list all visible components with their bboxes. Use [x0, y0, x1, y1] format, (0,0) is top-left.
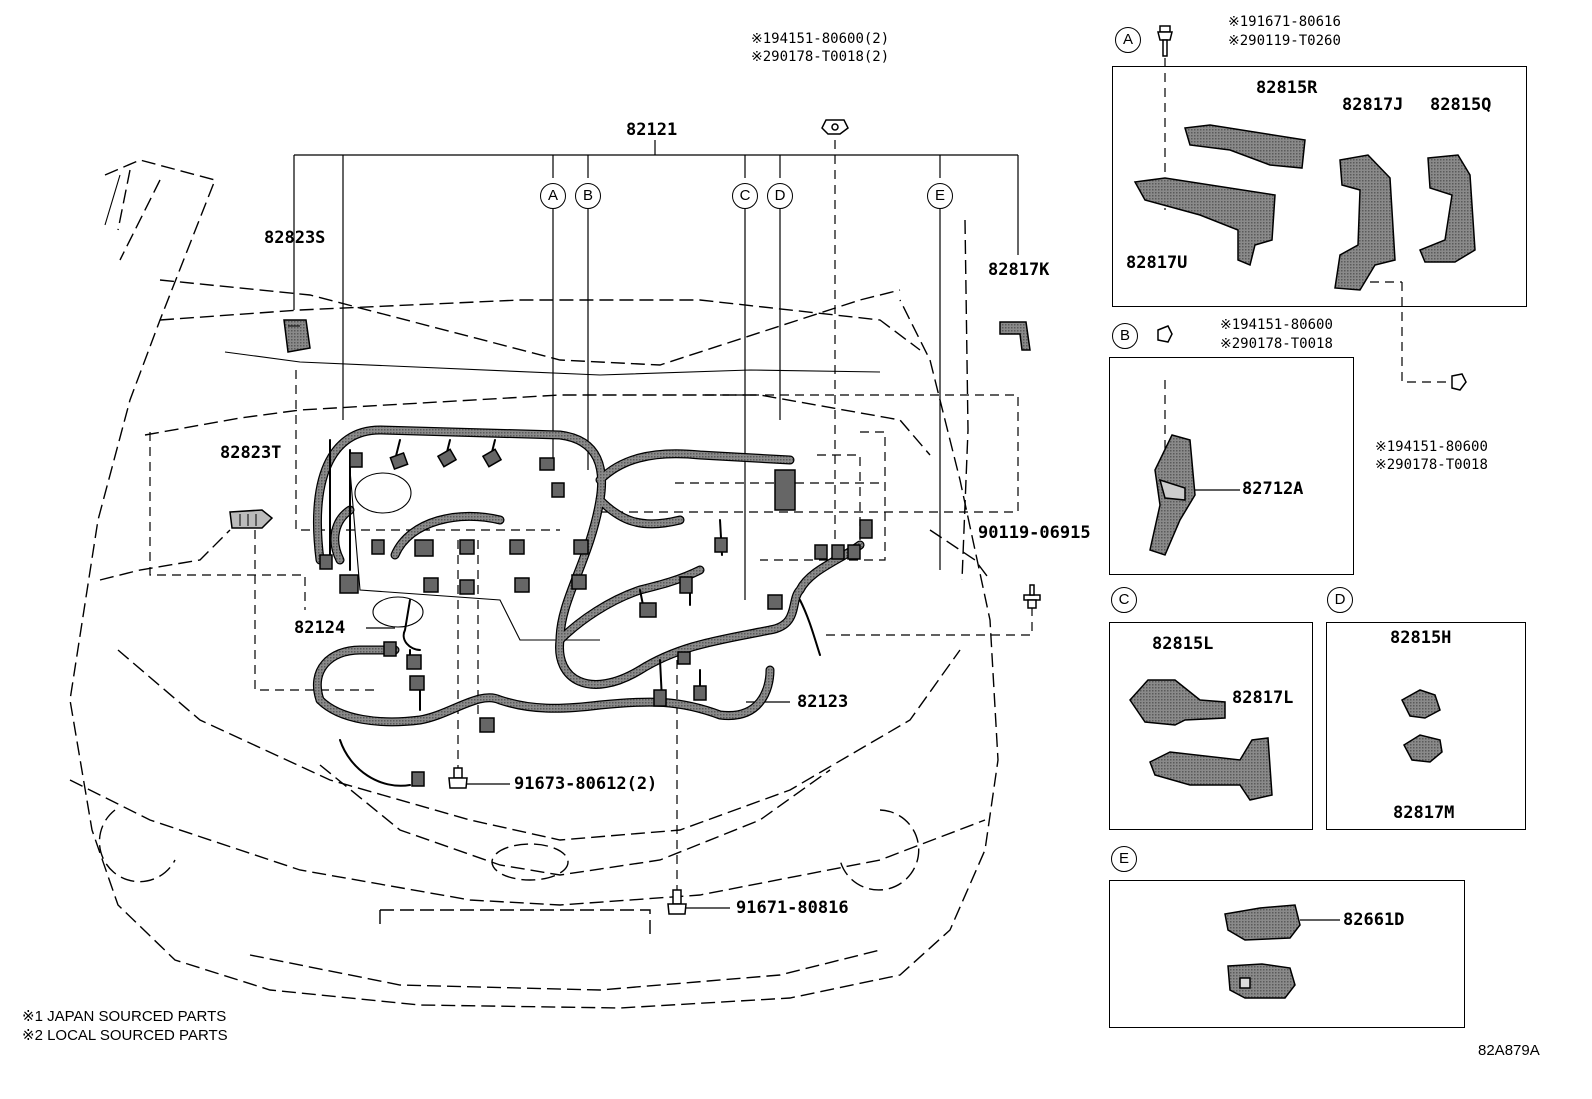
section-a-parts	[1133, 25, 1476, 391]
label-82817j[interactable]: 82817J	[1342, 95, 1404, 115]
dashed-reference-lines	[149, 58, 1455, 895]
footnote-1: ※1 JAPAN SOURCED PARTS	[22, 1008, 227, 1025]
section-a-nut-1[interactable]: ※194151-80600	[1375, 439, 1488, 455]
label-82661d[interactable]: 82661D	[1343, 910, 1405, 930]
protector-82823s-shape	[283, 319, 311, 353]
label-nut-top-2[interactable]: ※290178-T0018(2)	[751, 49, 890, 65]
section-b-box	[1109, 357, 1354, 575]
label-82823t[interactable]: 82823T	[220, 443, 282, 463]
section-e-parts	[1224, 904, 1301, 999]
bolt-91673-shape	[448, 767, 468, 789]
leader-lines	[293, 140, 1340, 921]
label-90119-06915[interactable]: 90119-06915	[978, 523, 1091, 543]
connectors	[319, 448, 873, 787]
section-b-nut-2[interactable]: ※290178-T0018	[1220, 336, 1333, 352]
callout-b[interactable]: B	[575, 183, 601, 209]
label-91673-80612[interactable]: 91673-80612(2)	[514, 774, 658, 794]
section-c-parts	[1129, 679, 1273, 801]
section-b-nut-1[interactable]: ※194151-80600	[1220, 317, 1333, 333]
section-a-bolt-2[interactable]: ※290119-T0260	[1228, 33, 1341, 49]
diagram-code: 82A879A	[1478, 1042, 1540, 1059]
section-d-parts	[1401, 689, 1443, 763]
label-82815h[interactable]: 82815H	[1390, 628, 1452, 648]
clamp-82817k-shape	[999, 321, 1031, 351]
section-b-parts	[1149, 325, 1196, 556]
bolt-91671-shape	[667, 889, 687, 915]
label-82121[interactable]: 82121	[626, 120, 678, 140]
label-82815q[interactable]: 82815Q	[1430, 95, 1492, 115]
callout-e[interactable]: E	[927, 183, 953, 209]
section-c-letter: C	[1111, 587, 1137, 613]
callout-c[interactable]: C	[732, 183, 758, 209]
section-d-box	[1326, 622, 1526, 830]
callout-a[interactable]: A	[540, 183, 566, 209]
callout-d[interactable]: D	[767, 183, 793, 209]
section-a-nut-2[interactable]: ※290178-T0018	[1375, 457, 1488, 473]
section-d-letter: D	[1327, 587, 1353, 613]
label-82815l[interactable]: 82815L	[1152, 634, 1214, 654]
label-82817u[interactable]: 82817U	[1126, 253, 1188, 273]
label-82817l[interactable]: 82817L	[1232, 688, 1294, 708]
label-82823s[interactable]: 82823S	[264, 228, 326, 248]
label-82817k[interactable]: 82817K	[988, 260, 1050, 280]
section-c-box	[1109, 622, 1313, 830]
vehicle-outline	[69, 159, 999, 1009]
footnote-2: ※2 LOCAL SOURCED PARTS	[22, 1027, 228, 1044]
bolt-90119-shape	[1023, 584, 1041, 609]
section-a-box	[1112, 66, 1527, 307]
label-82815r[interactable]: 82815R	[1256, 78, 1318, 98]
label-82712a[interactable]: 82712A	[1242, 479, 1304, 499]
section-a-letter: A	[1115, 27, 1141, 53]
section-a-bolt-1[interactable]: ※191671-80616	[1228, 14, 1341, 30]
section-e-letter: E	[1111, 846, 1137, 872]
protector-82823t-shape	[229, 509, 274, 529]
label-nut-top-1[interactable]: ※194151-80600(2)	[751, 31, 890, 47]
label-91671-80816[interactable]: 91671-80816	[736, 898, 849, 918]
label-82124[interactable]: 82124	[294, 618, 346, 638]
section-b-letter: B	[1112, 323, 1138, 349]
label-82123[interactable]: 82123	[797, 692, 849, 712]
label-82817m[interactable]: 82817M	[1393, 803, 1455, 823]
nut-top-shape	[821, 119, 849, 135]
section-e-box	[1109, 880, 1465, 1028]
